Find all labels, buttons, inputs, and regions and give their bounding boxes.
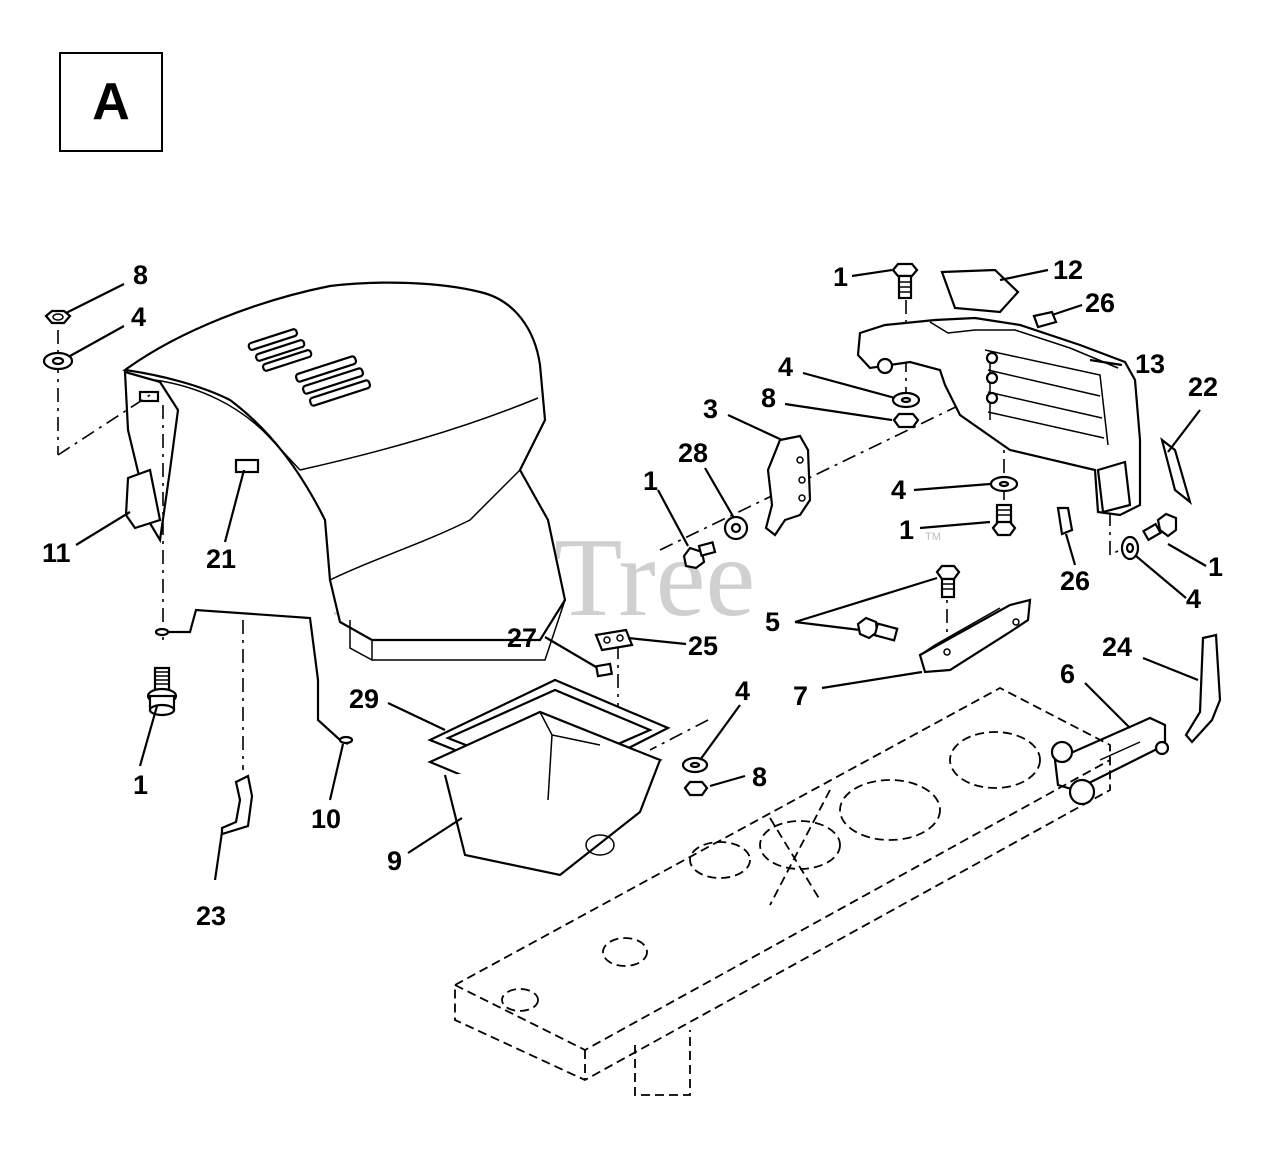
axle-6	[1050, 716, 1170, 806]
callout-25: 25	[688, 631, 718, 661]
callout-24: 24	[1102, 632, 1132, 662]
bolt-1-right	[1141, 512, 1178, 542]
watermark-tm: TM	[925, 531, 941, 543]
bolt-1-left	[146, 666, 178, 717]
bolt-1-top	[891, 262, 919, 300]
nut-8-centre	[683, 780, 709, 797]
nut-8-grille	[892, 412, 920, 429]
clamp-23	[220, 774, 254, 836]
callout-26: 26	[1085, 288, 1115, 318]
grille	[856, 316, 1142, 517]
bolt-1-below-grille	[991, 503, 1017, 537]
clip-26-top	[1032, 310, 1058, 329]
callout-1: 1	[899, 515, 914, 545]
plate-27	[594, 662, 614, 678]
emblem-22	[1160, 437, 1193, 506]
washer-4-below-grille	[989, 475, 1019, 493]
callout-21: 21	[206, 544, 236, 574]
chassis-frame	[454, 686, 1111, 1096]
washer-4-grille	[891, 391, 921, 409]
callout-4: 4	[891, 475, 906, 505]
plate-12	[940, 268, 1020, 314]
callout-5: 5	[765, 607, 780, 637]
bolt-5-upper	[935, 564, 961, 599]
plate-25	[594, 628, 634, 652]
callout-1: 1	[1208, 552, 1223, 582]
callout-11: 11	[42, 538, 71, 568]
callout-4: 4	[131, 302, 146, 332]
bolt-5-lower	[856, 616, 899, 642]
hood	[122, 281, 567, 661]
callout-12: 12	[1053, 255, 1083, 285]
callout-8: 8	[133, 260, 148, 290]
callout-8: 8	[761, 383, 776, 413]
hood-vents	[247, 328, 372, 407]
sheet-label: A	[92, 73, 130, 131]
lock-washer-28	[723, 515, 749, 541]
leader-lines	[65, 268, 1207, 881]
bracket-7	[918, 598, 1032, 674]
callout-27: 27	[507, 623, 537, 653]
battery-tray	[427, 678, 671, 877]
sheet-label-box: A	[59, 52, 163, 152]
callout-4: 4	[778, 352, 793, 382]
bracket-24	[1184, 633, 1222, 744]
callout-22: 22	[1188, 372, 1218, 402]
callout-6: 6	[1060, 659, 1075, 689]
washer-4-centre	[681, 756, 709, 774]
callout-3: 3	[703, 394, 718, 424]
support-rod	[154, 608, 354, 745]
callout-8: 8	[752, 762, 767, 792]
washer-4-right	[1120, 535, 1140, 561]
callout-29: 29	[349, 684, 379, 714]
washer-4-top-left	[42, 351, 74, 371]
callout-26: 26	[1060, 566, 1090, 596]
callout-4: 4	[1186, 584, 1201, 614]
bolt-1-centre	[682, 541, 717, 570]
nut-8-top-left	[44, 309, 72, 325]
callout-10: 10	[311, 804, 341, 834]
callout-28: 28	[678, 438, 708, 468]
callout-labels: 8 4 11 21 1 10 23 1 12 26 13 4 8 3 22 28…	[42, 255, 1223, 931]
callout-1: 1	[833, 262, 848, 292]
callout-23: 23	[196, 901, 226, 931]
callout-9: 9	[387, 846, 402, 876]
callout-13: 13	[1135, 349, 1165, 379]
callout-7: 7	[793, 681, 808, 711]
bracket-3	[764, 434, 812, 537]
clip-26-lower	[1056, 506, 1074, 536]
callout-1: 1	[133, 770, 148, 800]
callout-4: 4	[735, 676, 750, 706]
callout-1: 1	[643, 466, 658, 496]
